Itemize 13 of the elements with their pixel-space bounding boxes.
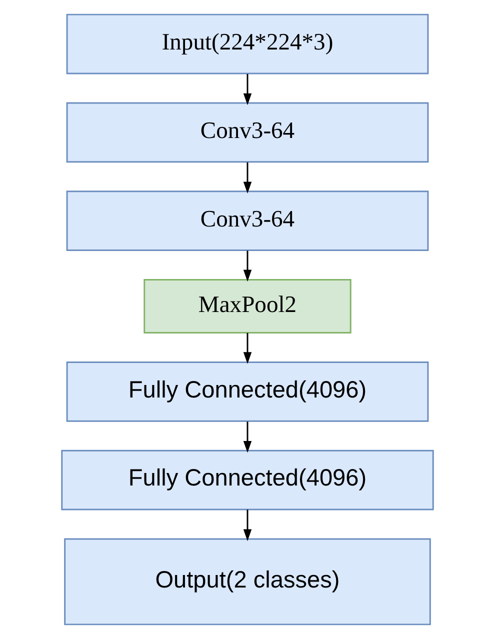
arrow	[242, 250, 252, 282]
node-box: Input(224*224*3)	[66, 14, 428, 74]
node-box: MaxPool2	[143, 278, 351, 334]
arrow	[242, 162, 252, 194]
node-box: Output(2 classes)	[64, 538, 430, 626]
arrow	[242, 510, 252, 542]
node-box: Conv3-64	[66, 190, 428, 251]
arrow	[242, 332, 252, 364]
arrow	[242, 74, 252, 106]
arrow	[242, 422, 252, 453]
node-box: Conv3-64	[66, 102, 428, 163]
node-box: Fully Connected(4096)	[66, 361, 428, 422]
node-box: Fully Connected(4096)	[60, 450, 434, 510]
